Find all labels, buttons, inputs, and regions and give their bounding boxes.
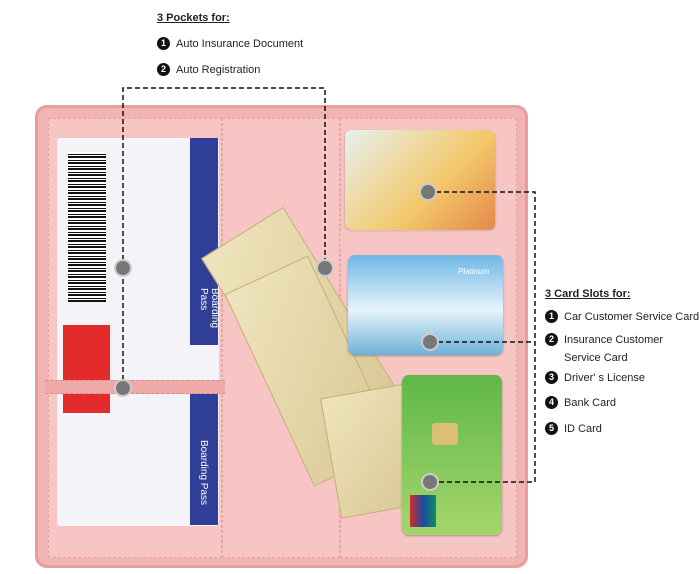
chip-icon <box>432 423 458 445</box>
card-slots-heading: 3 Card Slots for: <box>545 288 631 300</box>
marker-dot <box>421 473 439 491</box>
legend-label: Auto Registration <box>176 64 261 76</box>
number-badge: 4 <box>545 396 558 409</box>
marker-dot <box>114 379 132 397</box>
number-badge: 5 <box>545 422 558 435</box>
marker-dot <box>421 333 439 351</box>
boarding-pass-label: Boarding Pass <box>198 440 209 506</box>
number-badge: 2 <box>157 63 170 76</box>
legend-label: Bank Card <box>564 397 616 409</box>
card-3 <box>402 375 502 535</box>
legend-label: Car Customer Service Card <box>564 311 700 323</box>
card-brand-text: Platinum <box>458 267 490 276</box>
legend-item: 1 Car Customer Service Card <box>545 308 700 326</box>
legend-item: 2 Insurance Customer Service Card <box>545 331 700 367</box>
marker-dot <box>114 259 132 277</box>
number-badge: 1 <box>157 37 170 50</box>
legend-item: 2 Auto Registration <box>157 61 303 79</box>
pocket-callout-line <box>122 87 326 380</box>
legend-label: Auto Insurance Document <box>176 38 304 50</box>
legend-label: Driver' s License <box>564 372 645 384</box>
barcode <box>68 152 106 302</box>
boarding-strip-top: Boarding Pass <box>190 138 220 345</box>
legend-item: 3 Driver' s License <box>545 369 700 387</box>
marker-dot <box>316 259 334 277</box>
number-badge: 2 <box>545 333 558 346</box>
number-badge: 3 <box>545 371 558 384</box>
legend-item: 5 ID Card <box>545 420 700 438</box>
pockets-heading: 3 Pockets for: <box>157 12 230 24</box>
unionpay-logo <box>410 495 436 527</box>
legend-item: 4 Bank Card <box>545 394 700 412</box>
marker-dot <box>419 183 437 201</box>
card-1 <box>345 130 495 230</box>
boarding-pass-red-panel <box>63 325 110 413</box>
boarding-strip-bottom: Boarding Pass <box>190 390 218 525</box>
boarding-pass-label: Boarding Pass <box>198 288 220 329</box>
card-slots-legend: 3 Card Slots for: 1 Car Customer Service … <box>545 288 700 438</box>
number-badge: 1 <box>545 310 558 323</box>
slot-edge <box>340 230 515 250</box>
card-callout-line <box>428 191 536 483</box>
legend-label: Insurance Customer Service Card <box>564 334 664 364</box>
legend-label: ID Card <box>564 423 602 435</box>
legend-item: 1 Auto Insurance Document <box>157 35 303 53</box>
strap <box>45 380 225 394</box>
